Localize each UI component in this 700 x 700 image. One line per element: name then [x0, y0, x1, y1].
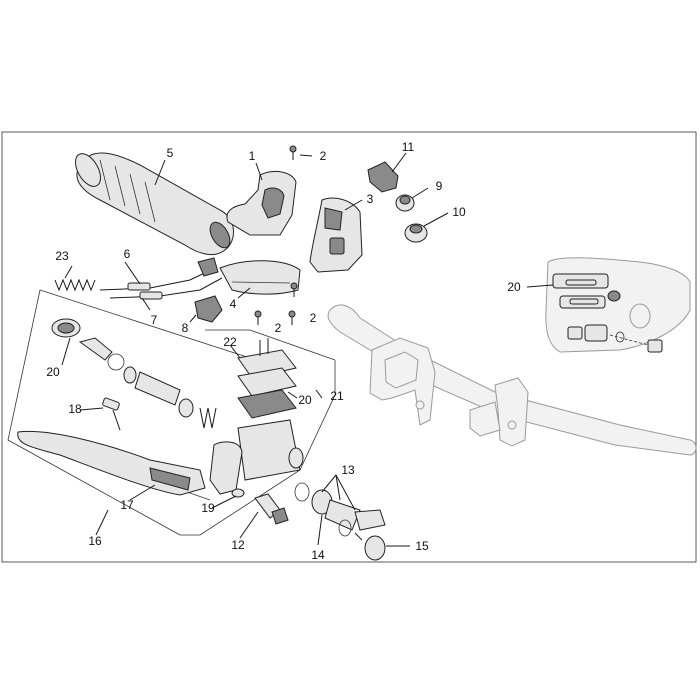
callout-3: 3 — [367, 192, 374, 206]
callout-20-mid: 20 — [298, 393, 312, 407]
callout-15: 15 — [415, 539, 429, 553]
housing-part-4 — [219, 260, 301, 295]
callout-17: 17 — [120, 498, 134, 512]
brake-lever-part-16 — [17, 430, 206, 496]
callout-22: 22 — [223, 335, 237, 349]
callout-2-right: 2 — [310, 311, 317, 325]
banjo-part-13-14 — [294, 482, 386, 537]
callout-11: 11 — [402, 140, 415, 154]
switch-housing-part-1 — [226, 171, 297, 236]
callout-4: 4 — [230, 297, 237, 311]
knob-part-10 — [404, 223, 428, 243]
seal-part-19 — [231, 488, 245, 498]
callout-21: 21 — [330, 389, 344, 403]
callout-20-inset: 20 — [507, 280, 521, 294]
callout-10: 10 — [452, 205, 466, 219]
callout-2-top: 2 — [320, 149, 327, 163]
master-cylinder-part-21 — [209, 419, 304, 495]
callout-7: 7 — [151, 313, 158, 327]
screw-part-2 — [254, 145, 298, 325]
callout-9: 9 — [436, 179, 443, 193]
callout-5: 5 — [167, 146, 174, 160]
master-cylinder-inset — [545, 257, 691, 353]
switch-part-12 — [254, 493, 289, 525]
callout-19: 19 — [201, 501, 215, 515]
callout-14: 14 — [311, 548, 325, 562]
bolt-part-18 — [102, 397, 121, 431]
switch-part-11 — [367, 161, 399, 193]
reservoir-cap-part-22 — [237, 338, 297, 419]
cylinder-part-20 — [51, 318, 217, 429]
leader-lines — [61, 152, 554, 547]
cable-part-6-7 — [99, 267, 223, 300]
assembly-group-outline — [7, 289, 336, 536]
callout-6: 6 — [124, 247, 131, 261]
spring-part-23 — [54, 278, 96, 292]
callout-8: 8 — [182, 321, 189, 335]
knob-part-9 — [395, 194, 415, 212]
diagram-frame — [1, 131, 697, 563]
switch-part-8 — [194, 257, 223, 323]
callout-16: 16 — [88, 534, 102, 548]
callout-18: 18 — [68, 402, 82, 416]
handlebar-assembly — [327, 304, 697, 456]
callout-23: 23 — [55, 249, 69, 263]
switch-housing-part-3 — [309, 197, 363, 273]
callout-2-mid: 2 — [275, 321, 282, 335]
callout-1: 1 — [249, 149, 256, 163]
callout-12: 12 — [231, 538, 245, 552]
callout-13: 13 — [341, 463, 355, 477]
callout-20-left: 20 — [46, 365, 60, 379]
grip-part-5 — [75, 152, 234, 256]
bolt-part-15 — [354, 532, 386, 561]
